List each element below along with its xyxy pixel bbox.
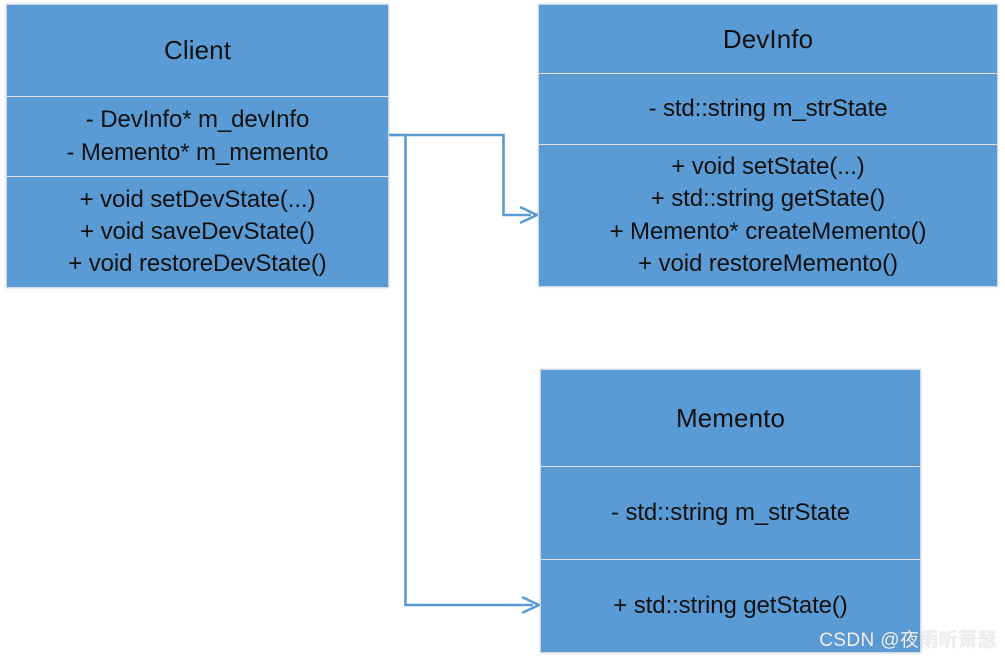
- class-name-client: Client: [163, 35, 232, 65]
- operation-row: + Memento* createMemento(): [609, 217, 927, 245]
- class-name-devinfo: DevInfo: [722, 23, 814, 54]
- class-attributes-compartment-memento: - std::string m_strState: [541, 466, 920, 559]
- attribute-row: - std::string m_strState: [610, 498, 850, 526]
- operation-row: + void saveDevState(): [80, 217, 315, 245]
- watermark-text: CSDN @夜雨听萧瑟: [819, 630, 997, 651]
- class-name-compartment-memento: Memento: [541, 370, 920, 466]
- attribute-row: - DevInfo* m_devInfo: [85, 106, 310, 134]
- operation-row: + void restoreMemento(): [638, 249, 898, 277]
- operation-row: + void setState(...): [671, 153, 865, 181]
- class-operations-compartment-memento: + std::string getState(): [541, 559, 920, 652]
- class-attributes-compartment-devinfo: - std::string m_strState: [539, 73, 997, 144]
- class-name-compartment-devinfo: DevInfo: [539, 5, 997, 73]
- operation-row: + std::string getState(): [650, 185, 886, 213]
- attribute-row: - std::string m_strState: [648, 94, 888, 122]
- class-box-devinfo[interactable]: DevInfo - std::string m_strState + void …: [538, 4, 998, 287]
- class-name-memento: Memento: [675, 402, 786, 433]
- connector-client-to-devinfo: [389, 133, 539, 224]
- attribute-row: - Memento* m_memento: [66, 138, 329, 166]
- class-box-memento[interactable]: Memento - std::string m_strState + std::…: [540, 369, 921, 653]
- operation-row: + std::string getState(): [613, 591, 848, 619]
- connector-client-to-memento: [389, 133, 541, 614]
- class-name-compartment-client: Client: [7, 5, 388, 96]
- class-operations-compartment-devinfo: + void setState(...) + std::string getSt…: [539, 144, 997, 286]
- class-attributes-compartment-client: - DevInfo* m_devInfo - Memento* m_mement…: [7, 96, 388, 176]
- operation-row: + void restoreDevState(): [68, 250, 327, 278]
- class-box-client[interactable]: Client - DevInfo* m_devInfo - Memento* m…: [6, 4, 389, 288]
- class-operations-compartment-client: + void setDevState(...) + void saveDevSt…: [7, 176, 388, 287]
- operation-row: + void setDevState(...): [79, 185, 316, 213]
